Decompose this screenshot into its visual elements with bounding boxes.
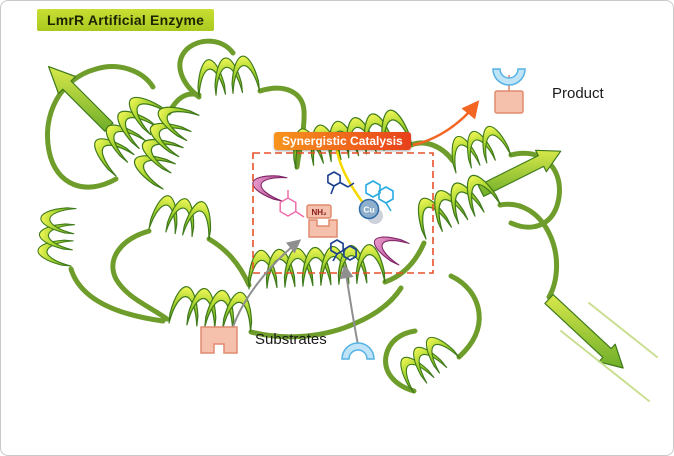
protein-loop (110, 228, 170, 322)
navy-molecule-bottom (330, 239, 357, 262)
cyan-ligand-sketch (365, 180, 394, 212)
protein-loop (382, 240, 427, 285)
loop-thin-corner (560, 330, 650, 402)
product-square-icon (494, 90, 524, 114)
alpha-helix (409, 169, 501, 240)
protein-loop (408, 140, 456, 164)
product-crescent-icon (492, 68, 526, 86)
bound-substrate-square (308, 219, 338, 238)
substrate-square-icon (200, 326, 238, 354)
protein-loop (257, 85, 307, 170)
helix-magenta-segment (249, 170, 288, 202)
protein-loop (497, 201, 560, 300)
alpha-helix (128, 98, 200, 190)
beta-arrow-bottom-right (544, 294, 624, 369)
loop-thin-corner-2 (588, 302, 658, 358)
reaction-arrows (232, 100, 480, 346)
alpha-helix (36, 205, 77, 267)
protein-loop (248, 285, 404, 340)
beta-arrow-top-left (47, 65, 114, 132)
pink-molecule-sketch (279, 190, 305, 218)
synergistic-catalysis-tag: Synergistic Catalysis (274, 132, 411, 150)
protein-loop (68, 266, 166, 324)
copper-ion-label: Cu (363, 205, 374, 215)
product-label: Product (552, 85, 604, 102)
protein-loop (383, 328, 418, 394)
copper-ion: Cu (358, 198, 383, 224)
substrate-crescent-icon (341, 342, 375, 360)
amine-tag-label: NH₂ (311, 208, 327, 217)
protein-loop (45, 64, 156, 190)
substrate-shapes (200, 326, 375, 360)
protein-loop (508, 150, 562, 230)
protein-loop (448, 273, 482, 360)
helix-magenta-segment (369, 229, 410, 266)
alpha-helix (392, 330, 460, 394)
product-arrow (412, 100, 480, 147)
protein-loop (177, 38, 236, 100)
navy-molecule-top (327, 171, 355, 195)
substrate-arrow-right (339, 264, 359, 346)
amine-tag-box (306, 204, 332, 219)
beta-strands (47, 65, 658, 402)
protein-loop (206, 236, 252, 288)
substrates-label: Substrates (255, 331, 327, 348)
protein-loops (45, 38, 562, 394)
product-assembly (492, 68, 526, 114)
figure-title-tag: LmrR Artificial Enzyme (37, 9, 215, 31)
alpha-helix (194, 54, 261, 98)
substrate-arrow-left (232, 239, 302, 328)
catalysis-connector-line (335, 149, 365, 205)
alpha-helix (444, 122, 512, 174)
alpha-helix (148, 192, 216, 241)
copper-ion-circle (358, 198, 380, 220)
alpha-helix (246, 243, 386, 290)
